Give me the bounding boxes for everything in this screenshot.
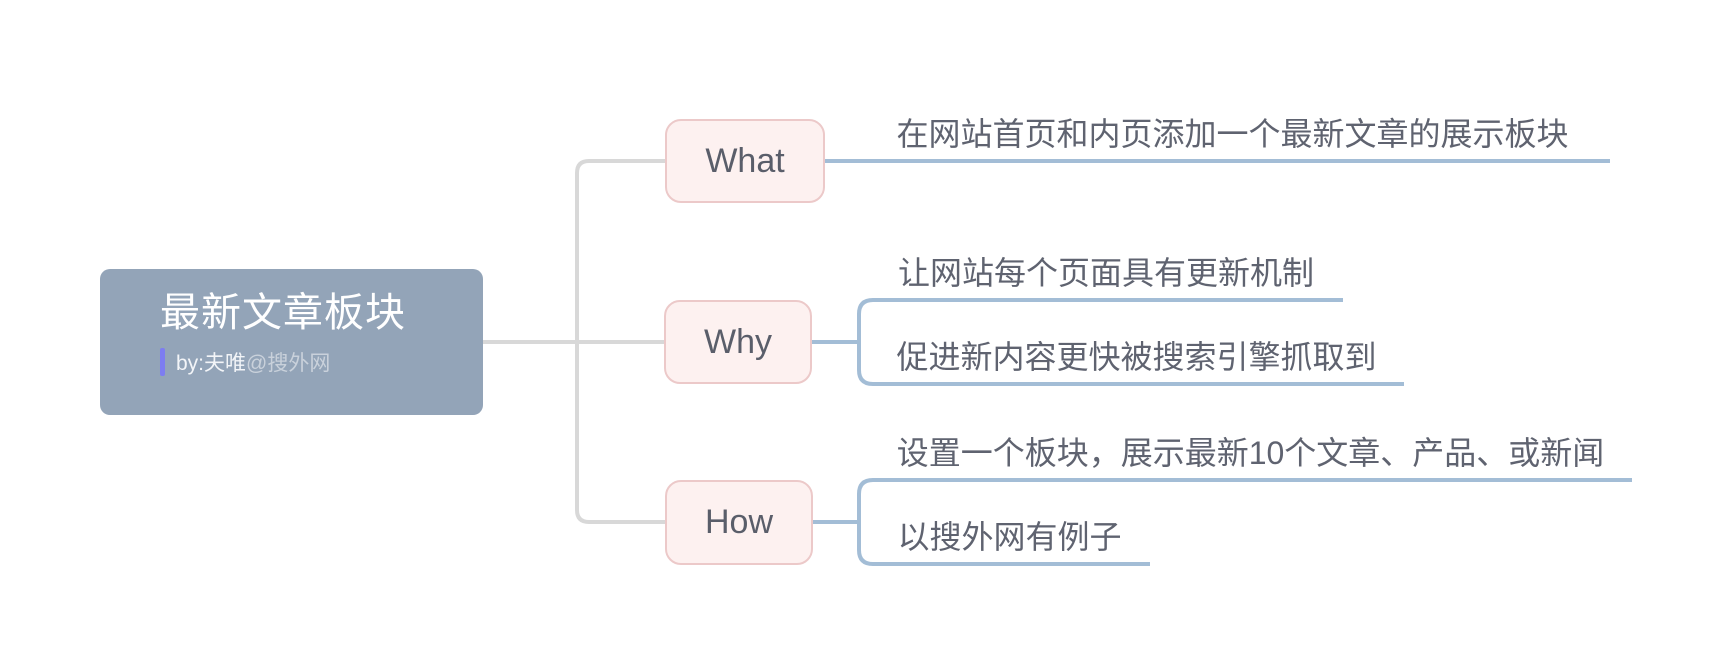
leaf-node-why-1[interactable]: 让网站每个页面具有更新机制 xyxy=(897,255,1314,291)
root-node[interactable]: 最新文章板块 by:夫唯@搜外网 xyxy=(100,269,483,415)
leaf-node-how-1[interactable]: 设置一个板块，展示最新10个文章、产品、或新闻 xyxy=(896,435,1605,471)
subtitle-accent-bar xyxy=(160,348,165,376)
branch-node-why-label: Why xyxy=(704,322,772,361)
connector-how-bracket xyxy=(857,478,1632,566)
branch-node-how[interactable]: How xyxy=(665,480,813,565)
subtitle-text: by:夫唯@搜外网 xyxy=(176,347,330,377)
connector-trunk-what-how xyxy=(575,159,665,524)
leaf-node-how-2[interactable]: 以搜外网有例子 xyxy=(897,519,1122,555)
connector-why-bracket xyxy=(857,298,1404,386)
branch-node-how-label: How xyxy=(704,503,774,541)
root-node-subtitle: by:夫唯@搜外网 xyxy=(160,347,483,377)
branch-node-why[interactable]: Why xyxy=(664,300,812,384)
leaf-node-what-1[interactable]: 在网站首页和内页添加一个最新文章的展示板块 xyxy=(896,116,1569,152)
leaf-node-why-2[interactable]: 促进新内容更快被搜索引擎抓取到 xyxy=(896,339,1377,375)
branch-node-what[interactable]: What xyxy=(665,119,825,203)
subtitle-site: @搜外网 xyxy=(246,352,331,375)
branch-node-what-label: What xyxy=(705,141,785,180)
subtitle-author: by:夫唯 xyxy=(176,352,247,375)
root-node-title: 最新文章板块 xyxy=(160,291,406,335)
